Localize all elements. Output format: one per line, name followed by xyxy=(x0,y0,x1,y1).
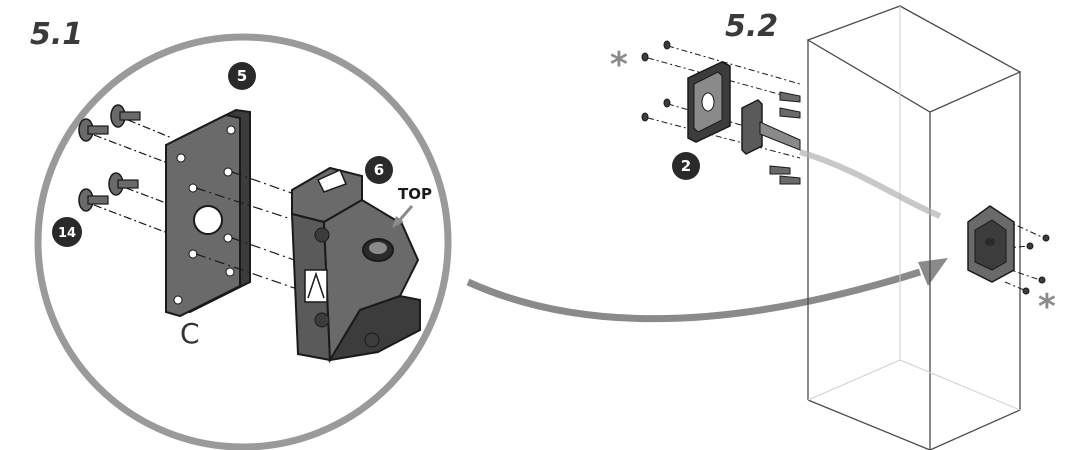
callout-part-6: 6 xyxy=(365,156,393,184)
top-arrow-icon xyxy=(392,205,414,228)
step-label-5-2: 5.2 xyxy=(725,9,778,44)
flow-arrow-icon xyxy=(466,258,948,323)
mounted-bracket xyxy=(967,205,1050,295)
asterisk-marker-left: * xyxy=(610,45,628,85)
screw xyxy=(110,104,173,139)
bracket xyxy=(290,166,421,364)
cabinet xyxy=(806,5,1022,450)
top-orientation-label: TOP xyxy=(398,185,432,203)
mounting-plate xyxy=(165,108,251,318)
wall-bracket-assembly xyxy=(641,40,942,219)
svg-text:5: 5 xyxy=(237,67,247,85)
svg-text:14: 14 xyxy=(58,226,76,241)
asterisk-marker-right: * xyxy=(1038,287,1056,327)
screw xyxy=(78,188,166,233)
svg-text:6: 6 xyxy=(374,161,384,179)
assembly-lines xyxy=(195,171,301,291)
plate-letter-label: C xyxy=(180,317,200,350)
callout-part-2: 2 xyxy=(672,152,700,180)
screw xyxy=(108,172,191,213)
callout-part-14: 14 xyxy=(52,217,82,247)
screws-group xyxy=(78,104,191,233)
callout-part-5: 5 xyxy=(228,62,256,90)
step-label-5-1: 5.1 xyxy=(30,17,83,52)
screw xyxy=(78,118,166,163)
svg-text:2: 2 xyxy=(681,157,691,175)
